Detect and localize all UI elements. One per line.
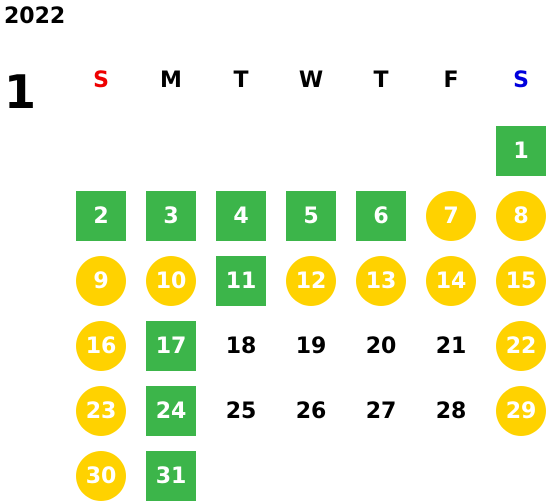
day-number: 16 <box>85 333 117 359</box>
day-number: 11 <box>225 268 257 294</box>
day-cell: 12 <box>286 256 336 306</box>
day-number: 22 <box>505 333 537 359</box>
day-cell: 23 <box>76 386 126 436</box>
day-cell: 28 <box>426 386 476 436</box>
day-number: 15 <box>505 268 537 294</box>
day-number: 4 <box>233 203 249 229</box>
day-cell: 19 <box>286 321 336 371</box>
day-cell: 26 <box>286 386 336 436</box>
day-cell: 10 <box>146 256 196 306</box>
day-cell: 7 <box>426 191 476 241</box>
day-cell: 25 <box>216 386 266 436</box>
day-cell: 6 <box>356 191 406 241</box>
day-cell: 13 <box>356 256 406 306</box>
day-cell: 27 <box>356 386 406 436</box>
day-number: 26 <box>295 398 327 424</box>
day-cell: 15 <box>496 256 546 306</box>
day-number: 9 <box>93 268 109 294</box>
day-cell: 21 <box>426 321 476 371</box>
day-cell: 30 <box>76 451 126 501</box>
day-number: 1 <box>513 138 529 164</box>
day-number: 8 <box>513 203 529 229</box>
weekday-6: S <box>513 68 529 93</box>
day-number: 6 <box>373 203 389 229</box>
day-number: 12 <box>295 268 327 294</box>
day-cell: 17 <box>146 321 196 371</box>
year-label: 2022 <box>4 4 66 29</box>
day-number: 14 <box>435 268 467 294</box>
day-number: 20 <box>365 333 397 359</box>
weekday-0: S <box>93 68 109 93</box>
day-number: 13 <box>365 268 397 294</box>
day-cell: 5 <box>286 191 336 241</box>
day-cell: 24 <box>146 386 196 436</box>
day-number: 28 <box>435 398 467 424</box>
day-number: 3 <box>163 203 179 229</box>
day-cell: 8 <box>496 191 546 241</box>
day-cell: 16 <box>76 321 126 371</box>
day-number: 31 <box>155 463 187 489</box>
day-cell: 1 <box>496 126 546 176</box>
day-cell: 11 <box>216 256 266 306</box>
day-cell: 4 <box>216 191 266 241</box>
weekday-1: M <box>160 68 182 93</box>
day-number: 2 <box>93 203 109 229</box>
day-number: 23 <box>85 398 117 424</box>
day-cell: 22 <box>496 321 546 371</box>
day-number: 5 <box>303 203 319 229</box>
month-number: 1 <box>4 65 37 119</box>
weekday-5: F <box>443 68 459 93</box>
day-cell: 9 <box>76 256 126 306</box>
day-number: 21 <box>435 333 467 359</box>
weekday-4: T <box>373 68 389 93</box>
day-number: 24 <box>155 398 187 424</box>
day-cell: 14 <box>426 256 476 306</box>
day-cell: 2 <box>76 191 126 241</box>
weekday-3: W <box>298 68 324 93</box>
day-number: 7 <box>443 203 459 229</box>
day-number: 10 <box>155 268 187 294</box>
day-number: 30 <box>85 463 117 489</box>
day-number: 29 <box>505 398 537 424</box>
day-cell: 18 <box>216 321 266 371</box>
weekday-2: T <box>233 68 249 93</box>
day-number: 27 <box>365 398 397 424</box>
day-number: 18 <box>225 333 257 359</box>
day-cell: 3 <box>146 191 196 241</box>
day-number: 19 <box>295 333 327 359</box>
day-cell: 29 <box>496 386 546 436</box>
day-number: 17 <box>155 333 187 359</box>
day-cell: 20 <box>356 321 406 371</box>
day-number: 25 <box>225 398 257 424</box>
day-cell: 31 <box>146 451 196 501</box>
